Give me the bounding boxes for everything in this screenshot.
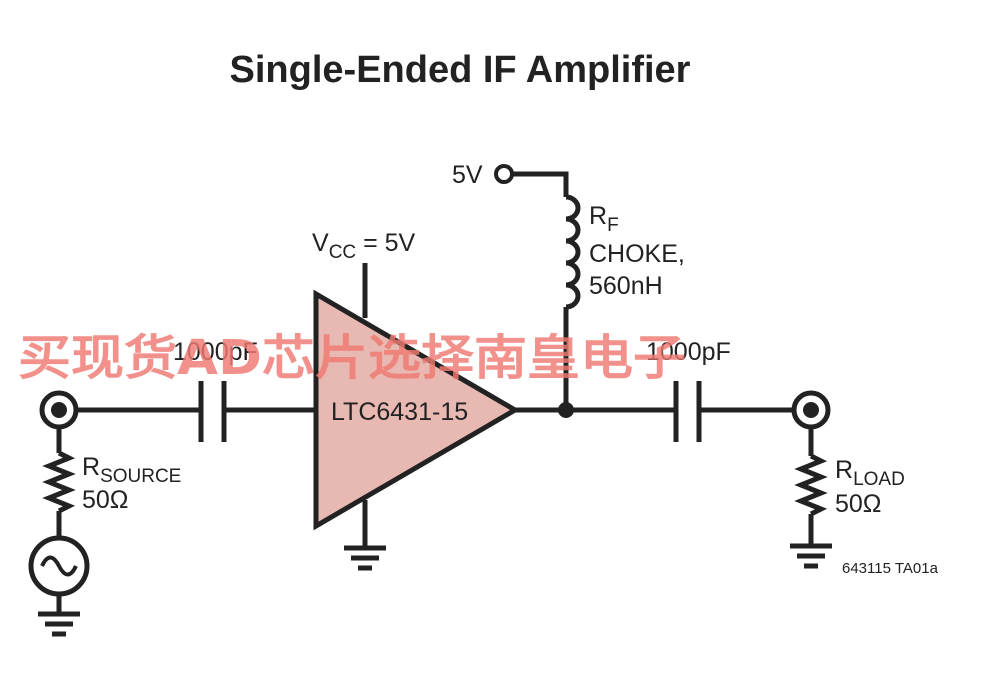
amp-ground-icon bbox=[344, 545, 386, 571]
supply-wire bbox=[512, 171, 569, 197]
junction-dot bbox=[558, 402, 574, 418]
r-load-value: 50Ω bbox=[835, 490, 882, 518]
inductor-symbol bbox=[565, 194, 581, 310]
inductor-value: 560nH bbox=[589, 272, 663, 300]
r-source-symbol bbox=[42, 450, 76, 514]
vcc-label: VCC = 5V bbox=[312, 229, 416, 263]
r-source-value: 50Ω bbox=[82, 486, 129, 514]
r-load-symbol bbox=[794, 453, 828, 517]
inductor-desc: CHOKE, bbox=[589, 240, 685, 268]
inductor-name: RF bbox=[589, 202, 619, 236]
figure-code: 643115 TA01a bbox=[842, 560, 939, 577]
amplifier-label: LTC6431-15 bbox=[331, 398, 468, 426]
supply-terminal bbox=[494, 164, 514, 184]
cap-out-value: 1000pF bbox=[646, 338, 731, 366]
load-ground-icon bbox=[790, 543, 832, 569]
figure-title: Single-Ended IF Amplifier bbox=[230, 49, 691, 91]
source-ground-icon bbox=[38, 611, 80, 637]
r-load-name: RLOAD bbox=[835, 456, 905, 490]
watermark-text: 买现货AD芯片选择南皇电子 bbox=[18, 330, 686, 386]
input-connector-pin bbox=[51, 402, 67, 418]
output-connector-pin bbox=[803, 402, 819, 418]
r-source-name: RSOURCE bbox=[82, 453, 181, 487]
supply-label: 5V bbox=[452, 161, 483, 189]
sine-wave-icon bbox=[40, 555, 78, 577]
cap-in-value: 1000pF bbox=[173, 338, 258, 366]
